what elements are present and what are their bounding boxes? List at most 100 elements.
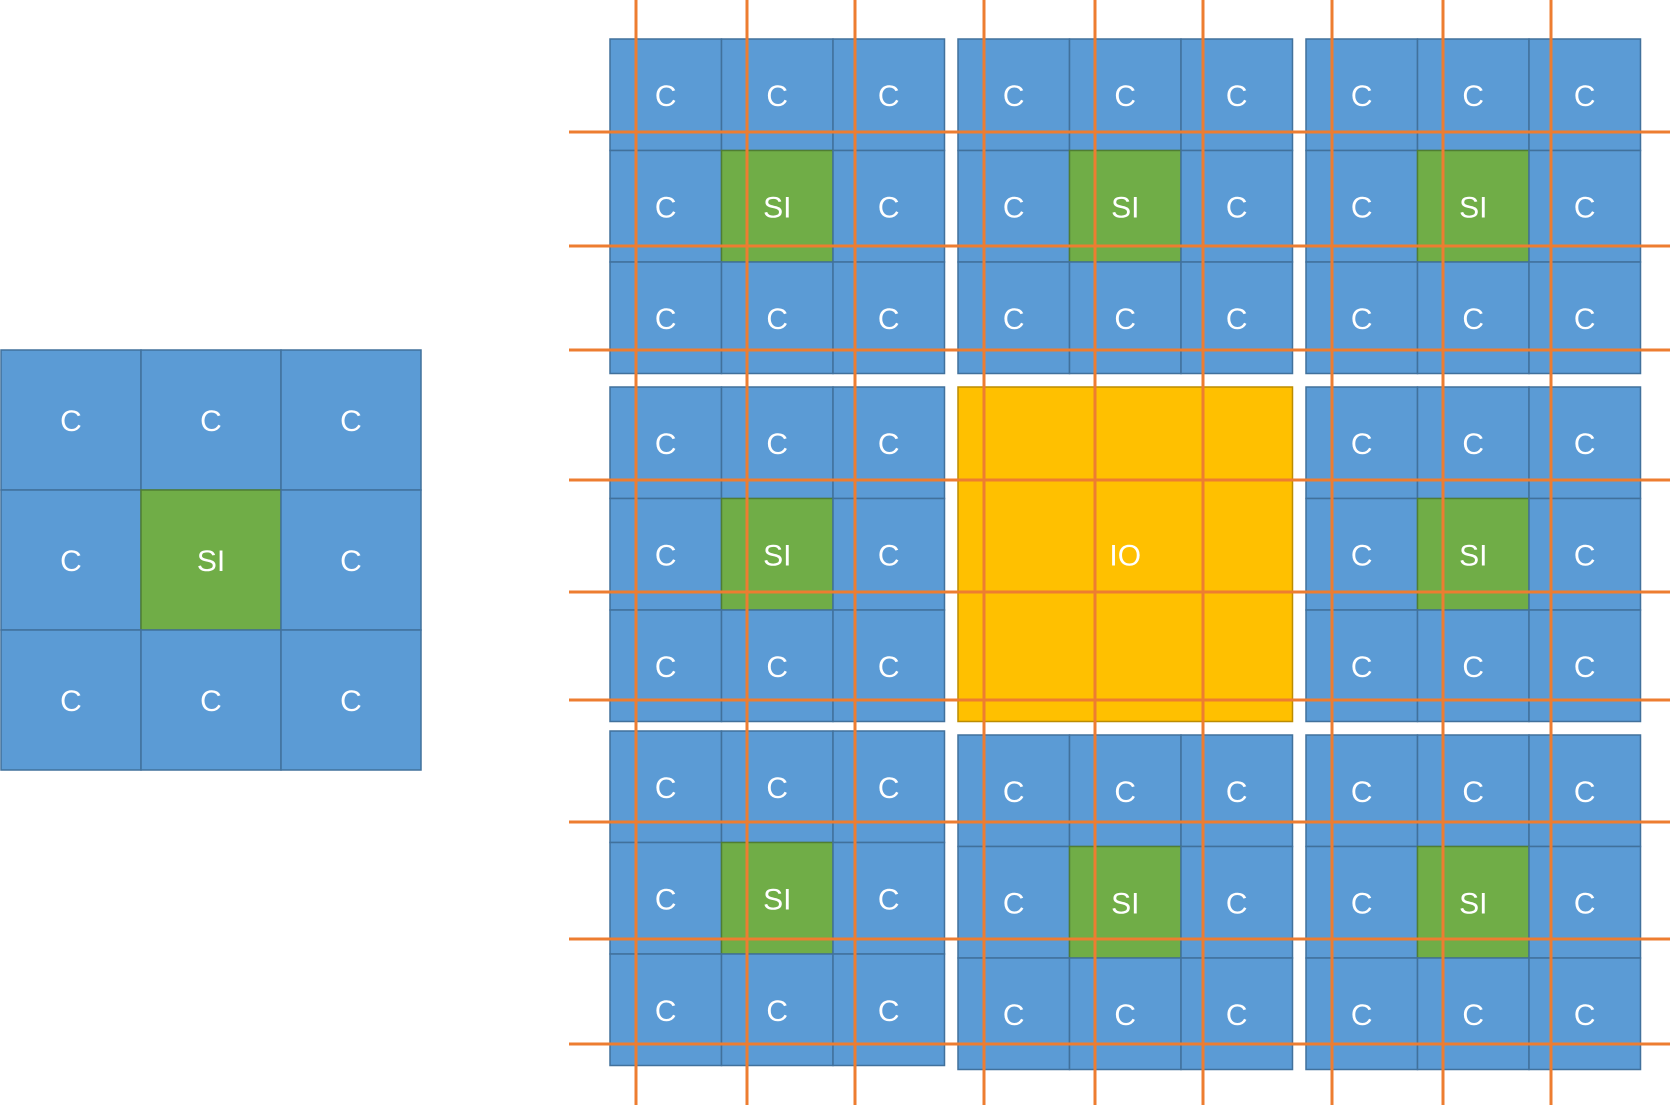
core-cell: C xyxy=(1528,261,1642,375)
core-cell-box xyxy=(832,261,946,375)
core-cell: C xyxy=(832,149,946,263)
core-cell-box xyxy=(0,629,142,771)
core-cell: C xyxy=(1528,734,1642,848)
core-cell-label: C xyxy=(340,685,362,718)
core-cell-label: C xyxy=(1462,999,1484,1032)
core-cell: C xyxy=(832,609,946,723)
si-cell-box xyxy=(720,149,834,263)
core-cell: C xyxy=(1528,609,1642,723)
core-cell: C xyxy=(609,38,723,152)
core-cell: C xyxy=(609,953,723,1067)
core-cell: C xyxy=(832,730,946,844)
core-cell-box xyxy=(957,957,1071,1071)
si-cell: SI xyxy=(1416,149,1530,263)
core-cell-label: C xyxy=(655,428,677,461)
core-cell: C xyxy=(720,38,834,152)
core-cell: C xyxy=(832,261,946,375)
core-cell-label: C xyxy=(1462,428,1484,461)
core-cell-box xyxy=(609,841,723,955)
core-cell-label: C xyxy=(878,651,900,684)
core-cell-box xyxy=(832,149,946,263)
si-cell-label: SI xyxy=(763,191,791,224)
core-cell: C xyxy=(1416,609,1530,723)
core-cell: C xyxy=(609,386,723,500)
core-cell: C xyxy=(609,609,723,723)
si-cell: SI xyxy=(1416,845,1530,959)
core-cell-label: C xyxy=(1351,999,1373,1032)
core-cell-box xyxy=(1416,734,1530,848)
core-cell: C xyxy=(1180,261,1294,375)
core-cell-label: C xyxy=(1226,999,1248,1032)
core-cell: C xyxy=(832,841,946,955)
core-cell-label: C xyxy=(1462,80,1484,113)
core-cell-label: C xyxy=(1226,887,1248,920)
core-cell-label: C xyxy=(1574,776,1596,809)
core-cell: C xyxy=(1180,957,1294,1071)
core-cell-label: C xyxy=(1462,651,1484,684)
core-cell-box xyxy=(1528,609,1642,723)
core-cell: C xyxy=(720,953,834,1067)
core-cell: C xyxy=(280,629,422,771)
core-cell-label: C xyxy=(1003,776,1025,809)
core-cell: C xyxy=(280,349,422,491)
core-cell: C xyxy=(1528,386,1642,500)
core-cell-label: C xyxy=(655,303,677,336)
core-cell-label: C xyxy=(766,772,788,805)
core-cell-label: C xyxy=(766,428,788,461)
core-cell: C xyxy=(609,149,723,263)
core-cell-label: C xyxy=(340,405,362,438)
core-cell-box xyxy=(720,730,834,844)
core-cell: C xyxy=(1528,845,1642,959)
core-cell-box xyxy=(1416,609,1530,723)
core-cell: C xyxy=(1528,149,1642,263)
core-cell-label: C xyxy=(200,405,222,438)
io-block: IO xyxy=(957,386,1294,723)
core-cell-box xyxy=(832,841,946,955)
core-cell-label: C xyxy=(1351,539,1373,572)
core-cell: C xyxy=(1528,957,1642,1071)
core-cell-label: C xyxy=(1574,428,1596,461)
core-cell-box xyxy=(280,489,422,631)
core-cell-label: C xyxy=(1003,999,1025,1032)
si-cell-box xyxy=(720,841,834,955)
si-cell-label: SI xyxy=(197,545,225,578)
core-cell-box xyxy=(720,609,834,723)
si-cell: SI xyxy=(1068,845,1182,959)
si-cell-label: SI xyxy=(1459,191,1487,224)
core-cell: C xyxy=(1416,38,1530,152)
core-cell-box xyxy=(0,349,142,491)
core-cell: C xyxy=(957,261,1071,375)
core-cell-box xyxy=(140,629,282,771)
core-cell-label: C xyxy=(1003,303,1025,336)
core-cell-box xyxy=(1180,957,1294,1071)
core-cell-label: C xyxy=(878,428,900,461)
core-cell-box xyxy=(1305,261,1419,375)
si-cell: SI xyxy=(720,149,834,263)
core-cell: C xyxy=(832,38,946,152)
core-cell: C xyxy=(1305,734,1419,848)
core-cell-label: C xyxy=(878,539,900,572)
core-cell-box xyxy=(0,489,142,631)
si-cell-box xyxy=(140,489,282,631)
core-cell-label: C xyxy=(60,405,82,438)
core-cell-box xyxy=(1528,957,1642,1071)
core-cell-box xyxy=(1528,261,1642,375)
core-cell-label: C xyxy=(1351,776,1373,809)
core-cell-label: C xyxy=(1351,651,1373,684)
si-cell-box xyxy=(1068,149,1182,263)
core-cell: C xyxy=(1305,261,1419,375)
core-cell-label: C xyxy=(766,303,788,336)
core-cell-label: C xyxy=(340,545,362,578)
core-cell: C xyxy=(720,730,834,844)
core-cell-label: C xyxy=(655,191,677,224)
core-cell-label: C xyxy=(1351,428,1373,461)
core-cell: C xyxy=(1180,149,1294,263)
core-cell: C xyxy=(1068,957,1182,1071)
core-cell: C xyxy=(720,261,834,375)
core-cell: C xyxy=(0,489,142,631)
core-cell-label: C xyxy=(655,995,677,1028)
core-cell: C xyxy=(140,629,282,771)
